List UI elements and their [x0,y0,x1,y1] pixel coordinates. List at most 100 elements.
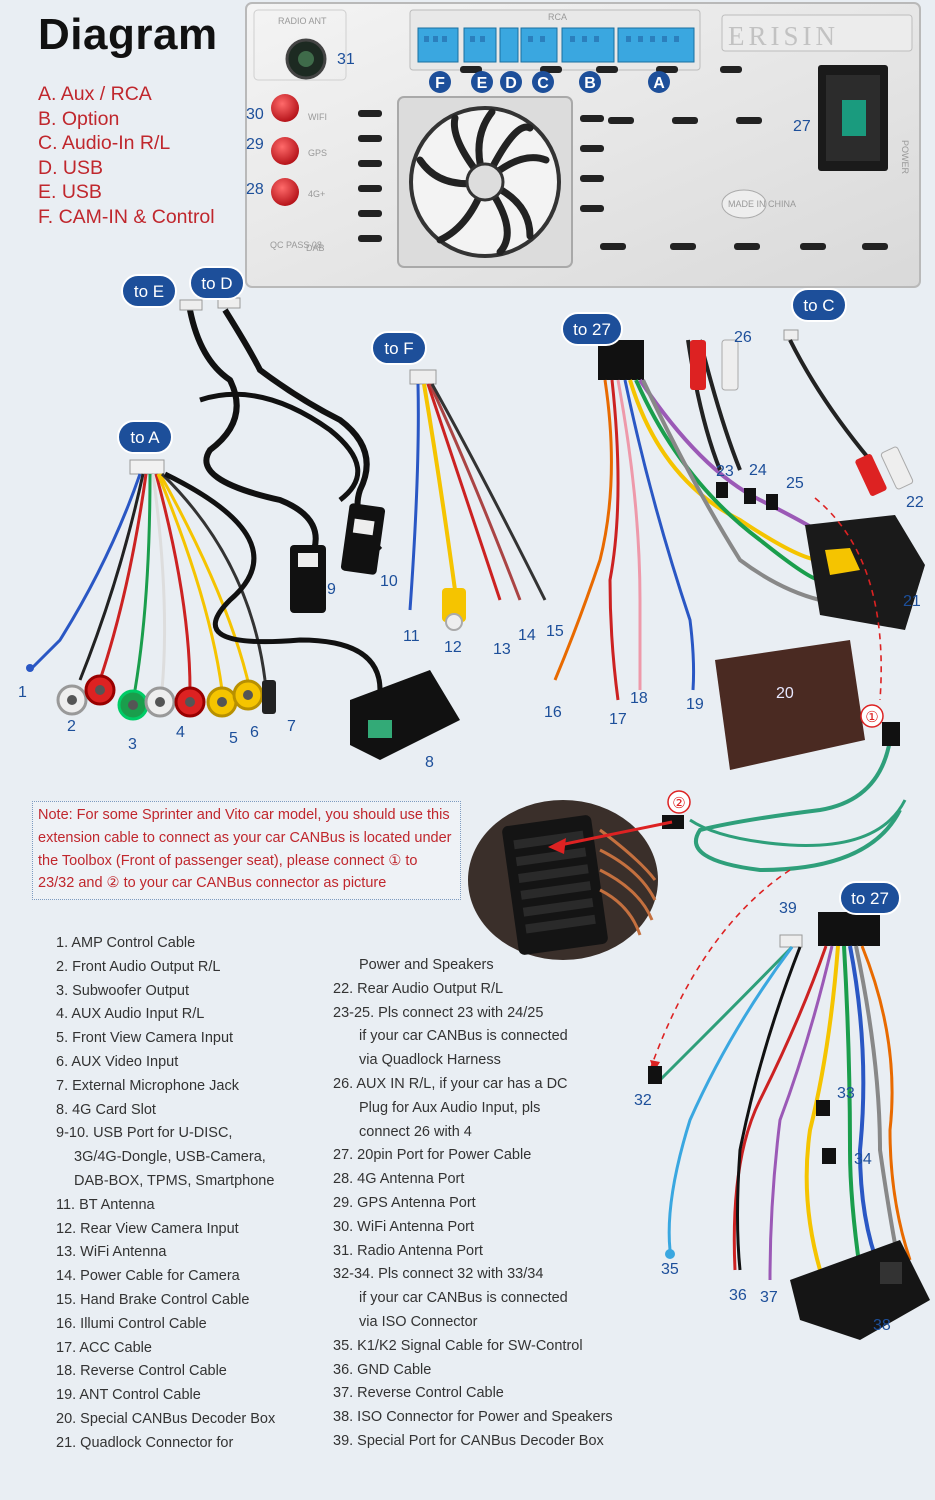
pin-30: 30 [246,106,264,123]
pin-23: 23 [716,463,734,480]
pin-37: 37 [760,1289,778,1306]
legend-item: 9-10. USB Port for U-DISC, [56,1125,233,1142]
callout-2: ② [667,790,691,814]
cable-group-f [408,369,547,631]
svg-text:to 27: to 27 [573,320,611,339]
legend-item: via ISO Connector [359,1313,478,1330]
legend-item: 1. AMP Control Cable [56,935,196,951]
legend-item: 11. BT Antenna [56,1196,155,1213]
port-letter-f: F [435,75,445,92]
pin-12: 12 [444,639,462,656]
cable-to-c [783,329,914,496]
pin-6: 6 [250,724,259,741]
port-letter-b: B [584,75,596,92]
pin-39: 39 [779,900,797,917]
pin-36: 36 [729,1287,747,1304]
port-item-e: E. USB [38,181,102,203]
pin-17: 17 [609,711,627,728]
legend-item: 2. Front Audio Output R/L [56,958,221,975]
port-letter-e: E [477,75,488,92]
pin-13: 13 [493,641,511,658]
pin-5: 5 [229,730,238,747]
legend-item: 14. Power Cable for Camera [56,1268,240,1285]
pin-27: 27 [793,118,811,135]
port-e-icon [463,27,497,63]
iso-harness-bottom [648,912,912,1281]
4g-label: 4G+ [308,189,325,199]
svg-text:to C: to C [803,296,834,315]
svg-text:to D: to D [201,274,232,293]
radio-ant-label: RADIO ANT [278,16,327,26]
legend-item: 36. GND Cable [333,1361,432,1378]
svg-text:②: ② [672,794,685,812]
page-title: Diagram [38,10,218,59]
pin-29: 29 [246,136,264,153]
svg-text:to A: to A [130,428,160,447]
wifi-antenna-port-icon [271,94,299,122]
legend-item: 7. External Microphone Jack [56,1077,239,1094]
port-c-icon [520,27,558,63]
pin-4: 4 [176,724,185,741]
made-in-label: MADE IN CHINA [728,199,796,209]
port-b-icon [561,27,615,63]
legend-item: 20. Special CANBus Decoder Box [56,1410,276,1427]
legend-item: 27. 20pin Port for Power Cable [333,1147,532,1164]
connectors-23-25 [716,482,778,510]
wifi-label: WIFI [308,112,327,122]
legend-item: 5. Front View Camera Input [56,1030,234,1047]
tag-to-f: to F [371,331,427,365]
cable-group-usb [179,297,386,613]
legend-item: 4. AUX Audio Input R/L [56,1006,205,1023]
legend-item: Power and Speakers [359,957,494,973]
port-item-f: F. CAM-IN & Control [38,205,215,228]
power-harness-top [553,339,832,701]
port-item-d: D. USB [38,156,104,179]
legend-item: 35. K1/K2 Signal Cable for SW-Control [333,1337,583,1354]
legend-item: 28. 4G Antenna Port [333,1171,465,1188]
legend-right: Power and Speakers 22. Rear Audio Output… [333,954,613,1454]
pin-31: 31 [337,51,355,68]
port-f-icon [417,27,459,63]
svg-text:①: ① [865,708,878,726]
legend-item: 13. WiFi Antenna [56,1244,167,1261]
pin-28: 28 [246,181,264,198]
tag-to-27-bottom: to 27 [839,881,901,915]
legend-item: 30. WiFi Antenna Port [333,1218,475,1235]
legend-item: 8. 4G Card Slot [56,1101,156,1118]
pin-32: 32 [634,1092,652,1109]
legend-item: 3. Subwoofer Output [56,982,189,999]
pin-15: 15 [546,623,564,640]
legend-item: 6. AUX Video Input [56,1053,179,1070]
pin-26: 26 [734,329,752,346]
iso-connector [790,1240,930,1340]
pin-labels: 1 2 3 4 5 6 7 8 9 10 11 12 13 14 15 16 1… [18,51,924,1334]
port-letters: F E D C B A [429,71,670,93]
legend-item: 16. Illumi Control Cable [56,1315,207,1332]
pin-3: 3 [128,736,137,753]
legend-left: 1. AMP Control Cable 2. Front Audio Outp… [56,932,275,1456]
legend-item: connect 26 with 4 [359,1123,472,1140]
power-label: POWER [900,140,910,175]
gps-label: GPS [308,148,327,158]
legend-item: 39. Special Port for CANBus Decoder Box [333,1432,604,1449]
legend-item: 23-25. Pls connect 23 with 24/25 [333,1004,544,1021]
port-letter-c: C [537,75,549,92]
port-d-icon [499,27,519,63]
legend-item: 29. GPS Antenna Port [333,1194,476,1211]
pin-20: 20 [776,685,794,702]
pin-19: 19 [686,696,704,713]
legend-item: 12. Rear View Camera Input [56,1220,239,1237]
pin-22: 22 [906,494,924,511]
qc-label: QC PASS 08 [270,240,322,250]
legend-item: if your car CANBus is connected [359,1028,568,1045]
4g-antenna-port-icon [271,178,299,206]
legend-item: if your car CANBus is connected [359,1290,568,1307]
legend-item: 26. AUX IN R/L, if your car has a DC [333,1075,568,1092]
tag-to-c: to C [791,288,847,322]
tag-to-d: to D [189,266,245,300]
legend-item: 18. Reverse Control Cable [56,1363,227,1380]
port-a-icon [617,27,695,63]
pin-21: 21 [903,593,921,610]
